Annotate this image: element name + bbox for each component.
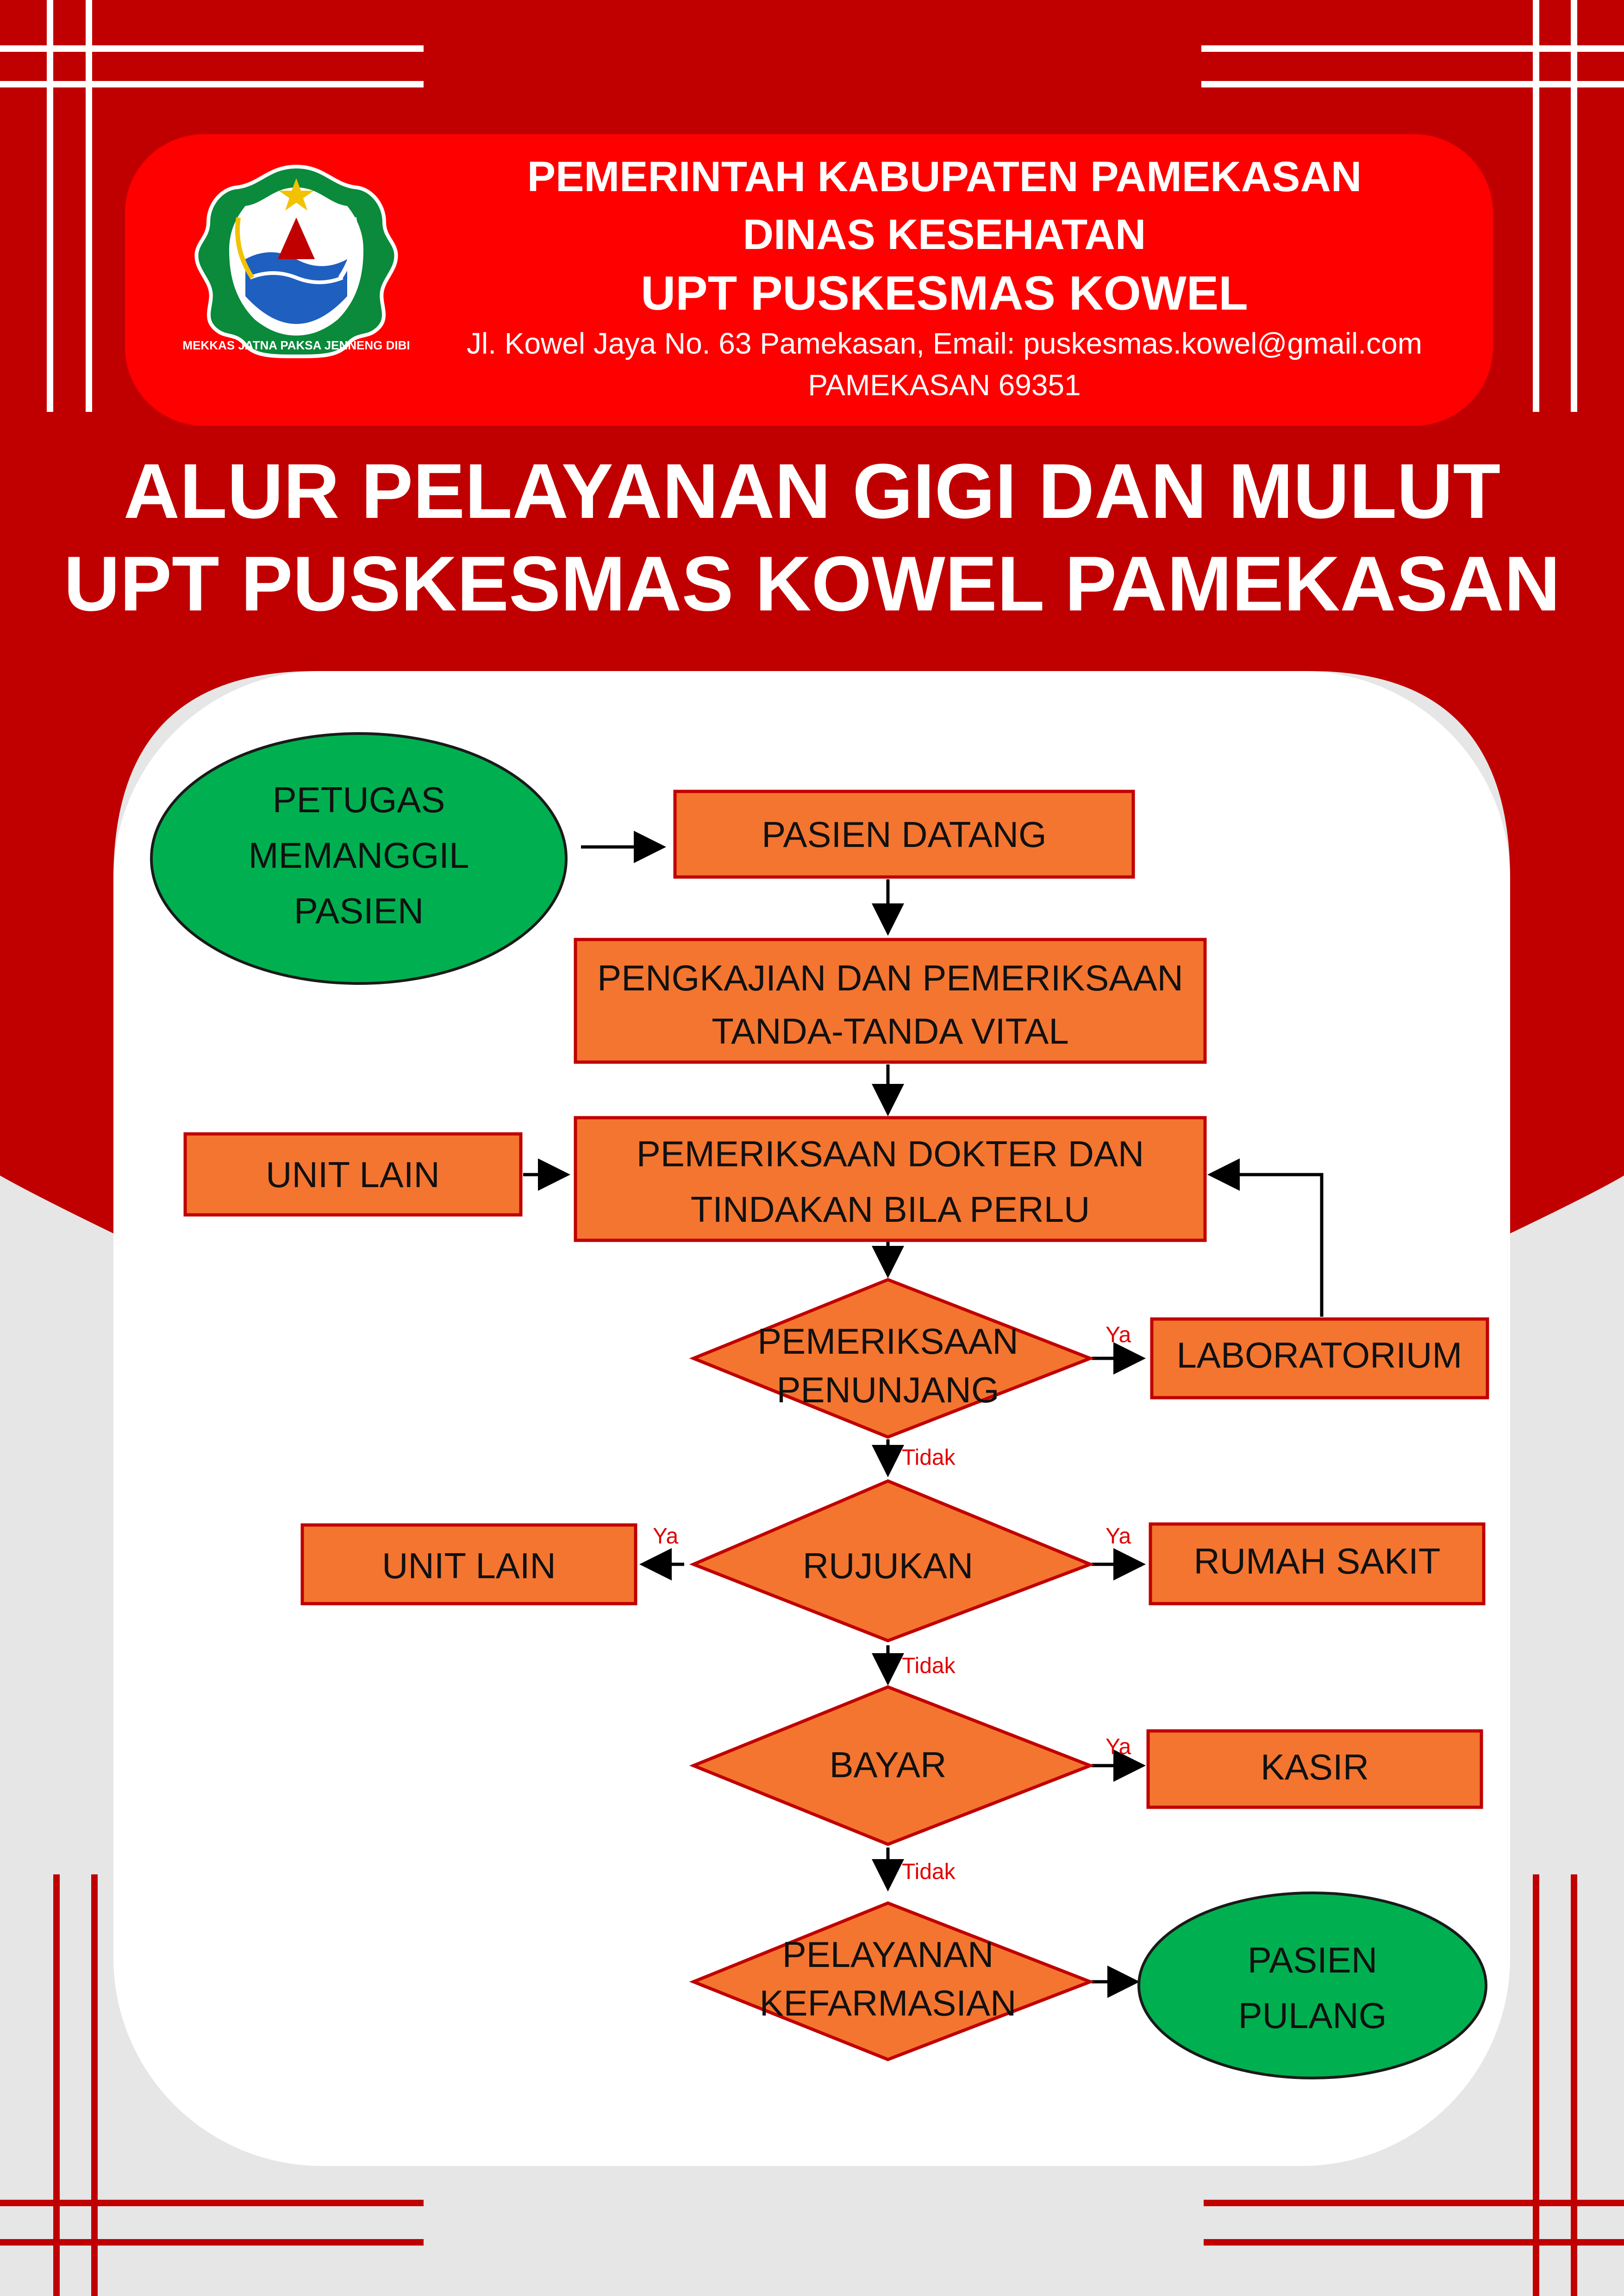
pengkajian-line1: PENGKAJIAN DAN PEMERIKSAAN	[597, 958, 1183, 998]
pengkajian-line2: TANDA-TANDA VITAL	[712, 1011, 1068, 1052]
laboratorium-label: LABORATORIUM	[1177, 1335, 1462, 1375]
start-petugas-memanggil: PETUGAS MEMANGGIL PASIEN	[150, 732, 568, 985]
label-tidak-penunjang: Tidak	[902, 1445, 956, 1470]
step-pengkajian: PENGKAJIAN DAN PEMERIKSAAN TANDA-TANDA V…	[574, 938, 1207, 1064]
step-kasir: KASIR	[1146, 1729, 1483, 1809]
pamekasan-emblem-icon: MEKKAS JATNA PAKSA JENNENG DIBI	[182, 164, 410, 358]
petugas-line3: PASIEN	[294, 890, 424, 931]
kefarmasian-line2: KEFARMASIAN	[760, 1983, 1017, 2023]
corner-lines-bottom-right	[1204, 1874, 1624, 2296]
dokter-line1: PEMERIKSAAN DOKTER DAN	[637, 1133, 1144, 1174]
label-ya-rujukan-left: Ya	[653, 1524, 678, 1549]
step-pasien-datang: PASIEN DATANG	[673, 790, 1135, 879]
label-ya-penunjang: Ya	[1106, 1323, 1131, 1347]
emblem-motto2: MEKKAS JATNA PAKSA JENNENG DIBI	[182, 338, 410, 352]
header-line-department: DINAS KESEHATAN	[743, 211, 1146, 258]
decision-penunjang: PEMERIKSAAN PENUNJANG	[689, 1278, 1095, 1439]
poster-title-line1: ALUR PELAYANAN GIGI DAN MULUT	[123, 448, 1501, 535]
arrow-lab-to-dokter	[1207, 1158, 1324, 1317]
rujukan-label: RUJUKAN	[803, 1545, 973, 1586]
decision-bayar: BAYAR	[689, 1685, 1095, 1846]
petugas-line1: PETUGAS	[273, 779, 445, 820]
decision-kefarmasian: PELAYANAN KEFARMASIAN	[689, 1901, 1095, 2061]
corner-lines-top-right	[1201, 0, 1624, 412]
decision-rujukan: RUJUKAN	[689, 1479, 1095, 1643]
label-ya-rujukan-right: Ya	[1106, 1524, 1131, 1549]
corner-lines-bottom-left	[0, 1874, 424, 2296]
rumah-sakit-label: RUMAH SAKIT	[1193, 1541, 1440, 1581]
kasir-label: KASIR	[1261, 1747, 1369, 1787]
step-pemeriksaan-dokter: PEMERIKSAAN DOKTER DAN TINDAKAN BILA PER…	[574, 1116, 1207, 1242]
end-pasien-pulang: PASIEN PULANG	[1137, 1892, 1487, 2079]
petugas-line2: MEMANGGIL	[249, 835, 469, 876]
corner-lines-top-left	[0, 0, 424, 412]
penunjang-line2: PENUNJANG	[776, 1369, 999, 1410]
pulang-line1: PASIEN	[1248, 1940, 1377, 1980]
unit-lain-bottom-label: UNIT LAIN	[382, 1545, 556, 1586]
header-line-puskesmas: UPT PUSKESMAS KOWEL	[641, 267, 1248, 320]
kefarmasian-line1: PELAYANAN	[782, 1934, 994, 1975]
header-city: PAMEKASAN 69351	[808, 368, 1081, 402]
dokter-line2: TINDAKAN BILA PERLU	[691, 1189, 1090, 1230]
label-tidak-rujukan: Tidak	[902, 1654, 956, 1678]
header-address: Jl. Kowel Jaya No. 63 Pamekasan, Email: …	[467, 327, 1422, 360]
pulang-line2: PULANG	[1238, 1995, 1387, 2036]
pasien-datang-label: PASIEN DATANG	[762, 814, 1046, 855]
header-box	[125, 134, 1493, 426]
header-line-government: PEMERINTAH KABUPATEN PAMEKASAN	[527, 153, 1362, 200]
label-ya-bayar: Ya	[1106, 1735, 1131, 1759]
step-laboratorium: LABORATORIUM	[1150, 1317, 1489, 1400]
penunjang-line1: PEMERIKSAAN	[757, 1321, 1018, 1362]
bayar-label: BAYAR	[830, 1744, 947, 1785]
unit-lain-top-label: UNIT LAIN	[266, 1154, 440, 1195]
poster-title-line2: UPT PUSKESMAS KOWEL PAMEKASAN	[63, 540, 1561, 627]
label-tidak-bayar: Tidak	[902, 1860, 956, 1884]
step-unit-lain-bottom: UNIT LAIN	[300, 1523, 637, 1605]
step-unit-lain-top: UNIT LAIN	[183, 1132, 523, 1217]
step-rumah-sakit: RUMAH SAKIT	[1149, 1522, 1486, 1605]
